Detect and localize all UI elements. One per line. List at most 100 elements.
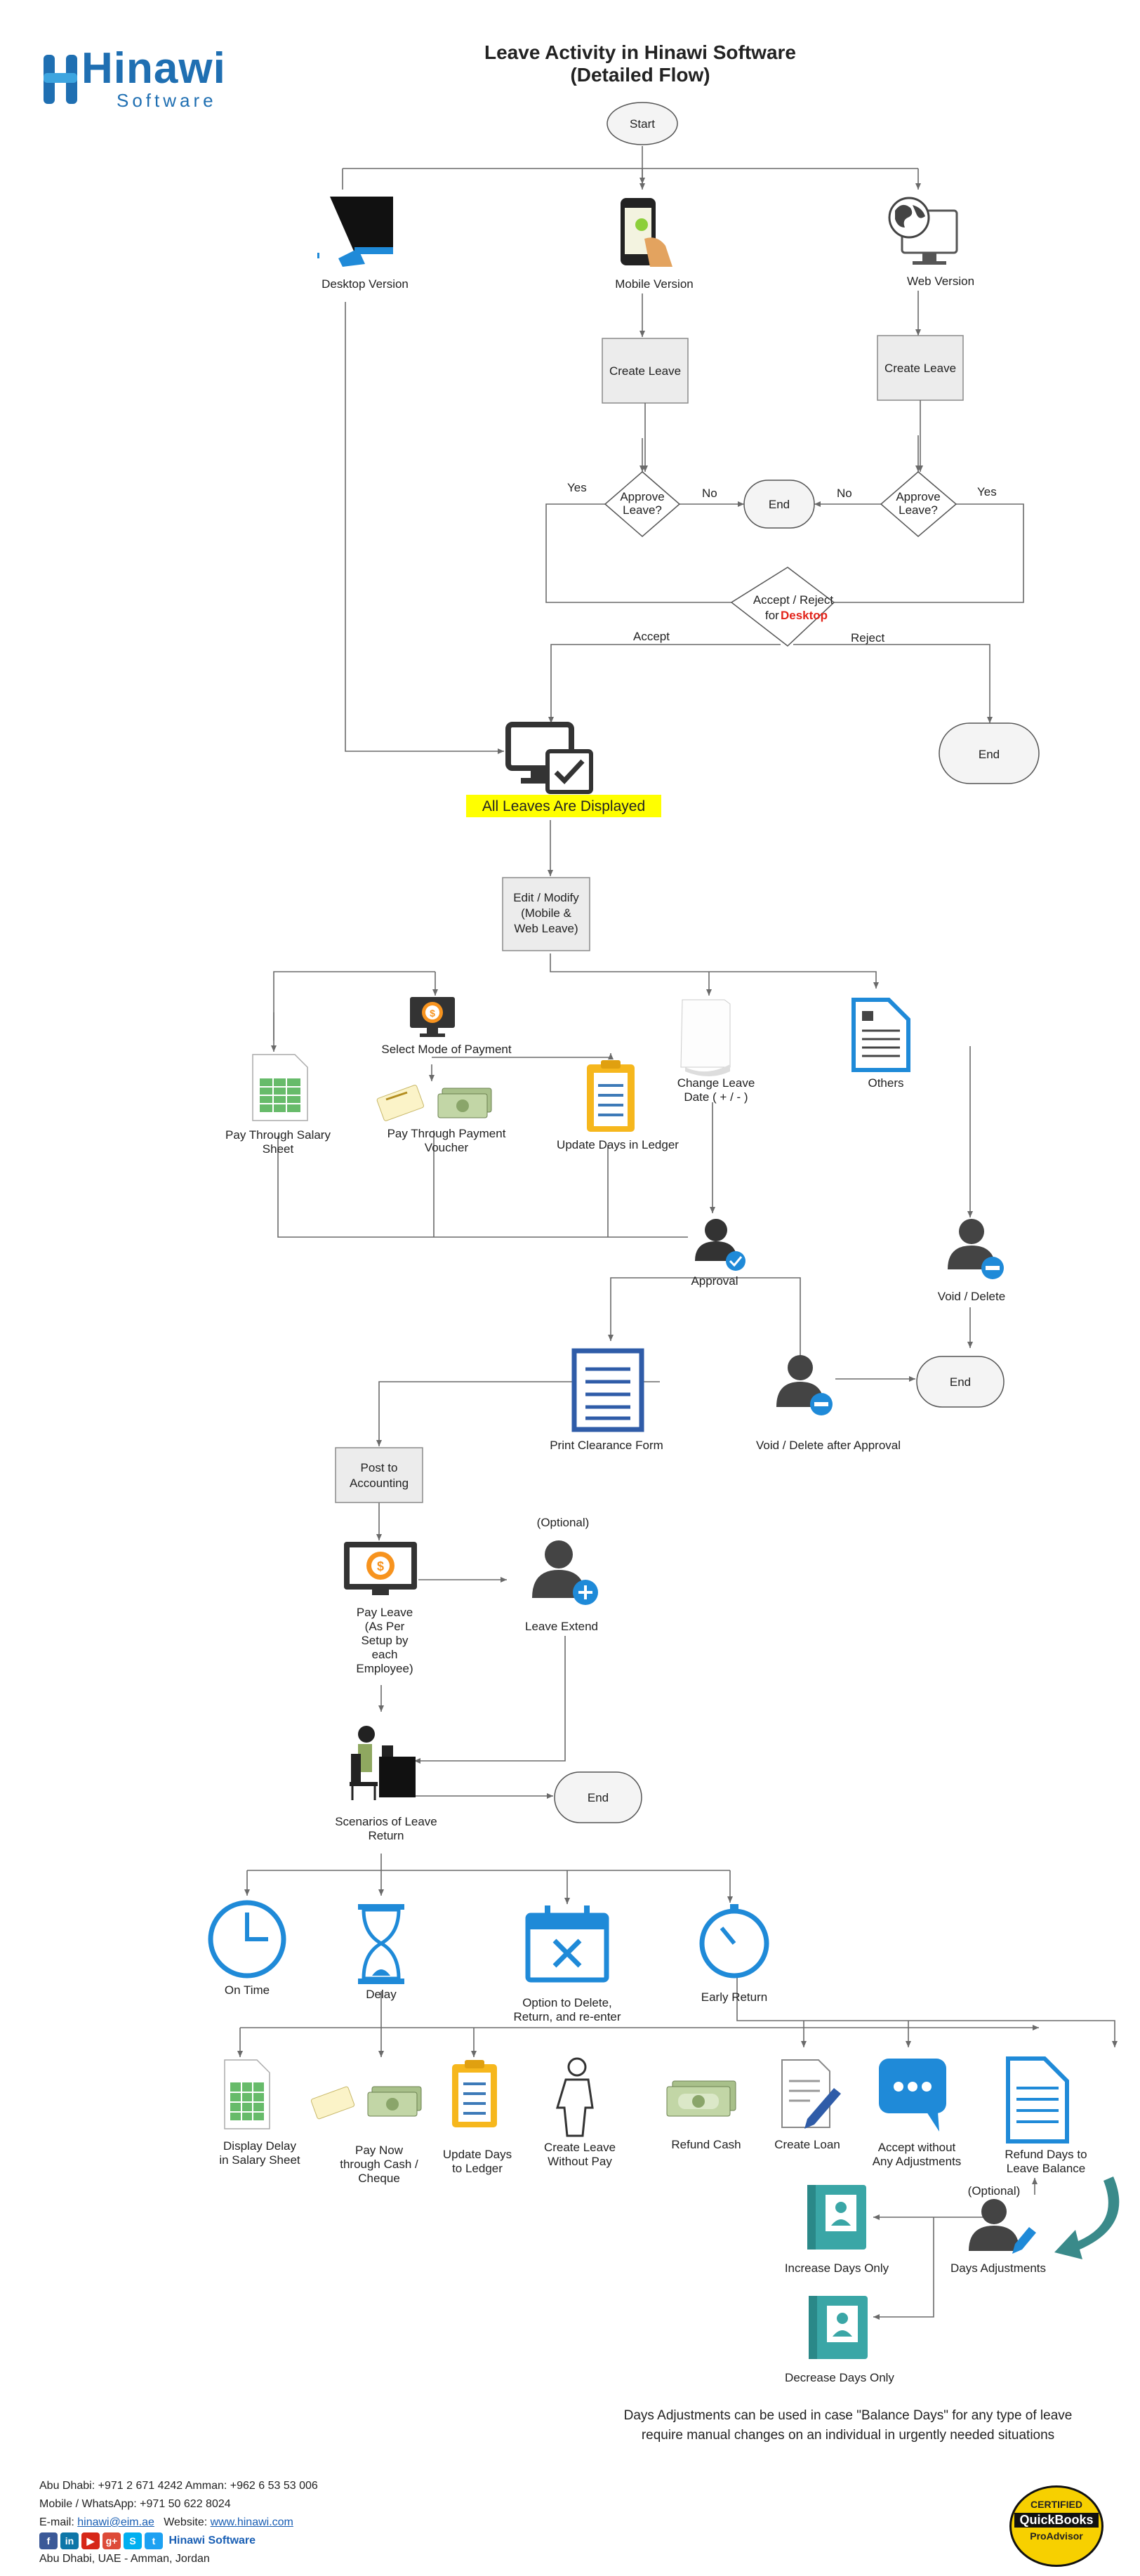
days-adj-label: Days Adjustments [950,2261,1046,2275]
post-accounting-box: Post to Accounting [335,1447,423,1503]
title-line-2: (Detailed Flow) [570,64,710,86]
start-label: Start [630,117,655,131]
option-delete-label-1: Option to Delete, [522,1996,612,2009]
google-plus-icon[interactable]: g+ [102,2532,121,2549]
chat-bubble-icon [879,2059,946,2132]
web-version-label: Web Version [907,275,974,288]
email-link[interactable]: hinawi@eim.ae [77,2516,154,2528]
connectors [237,146,1118,2320]
youtube-icon[interactable]: ▶ [81,2532,100,2549]
days-adjustment-person-icon [969,2199,1036,2254]
accept-wo-label-1: Accept without [878,2141,956,2154]
desktop-icon [317,197,393,267]
update-days-label-1: Update Days [443,2148,512,2161]
yes-label-right: Yes [977,485,997,498]
pay-leave-label-2: (As Per [365,1620,405,1633]
optional-label-2: (Optional) [968,2184,1021,2198]
end-node-mid: End [916,1356,1005,1408]
pay-salary-label-2: Sheet [263,1142,294,1156]
refund-cash-icon [666,2080,736,2117]
update-ledger-label: Update Days in Ledger [557,1138,679,1151]
end-node-reject: End [939,722,1040,784]
email-label: E-mail: [39,2516,74,2528]
approval-person-icon [695,1219,745,1271]
monitor-coin-icon: $ [410,997,455,1037]
footer-mobile: Mobile / WhatsApp: +971 50 622 8024 [39,2498,231,2510]
early-return-label: Early Return [701,1990,767,2004]
outline-person-icon [555,2057,594,2137]
change-date-label-1: Change Leave [677,1076,755,1090]
create-loan-label: Create Loan [774,2138,840,2151]
footer-email-web: E-mail: hinawi@eim.ae Website: www.hinaw… [39,2514,318,2532]
svg-text:Web Leave): Web Leave) [514,922,578,935]
pay-now-label-2: through Cash / [340,2158,418,2171]
leave-extend-label: Leave Extend [525,1620,598,1633]
pay-now-cash-icon [310,2086,422,2120]
hourglass-icon [358,1904,404,1984]
svg-text:Post to: Post to [361,1461,398,1474]
pay-now-label-1: Pay Now [355,2144,404,2157]
svg-text:End: End [950,1375,971,1389]
print-clearance-label: Print Clearance Form [550,1439,663,1452]
linkedin-icon[interactable]: in [60,2532,79,2549]
leave-extend-person-icon [532,1540,598,1605]
pay-leave-label-4: each [372,1648,398,1661]
yes-label-left: Yes [567,481,587,494]
svg-text:$: $ [377,1559,384,1573]
skype-icon[interactable]: S [124,2532,142,2549]
desktop-version-label: Desktop Version [322,277,409,291]
pay-leave-label-1: Pay Leave [357,1606,413,1619]
void-delete-label: Void / Delete [938,1290,1005,1303]
accept-wo-label-2: Any Adjustments [873,2155,962,2168]
svg-text:End: End [769,498,790,511]
svg-text:Create Leave: Create Leave [884,362,956,375]
decrease-days-book-icon [809,2296,868,2359]
pay-now-label-3: Cheque [358,2172,400,2185]
clock-icon [208,1900,286,1979]
create-wo-label-2: Without Pay [548,2155,612,2168]
footer-phones: Abu Dhabi: +971 2 671 4242 Amman: +962 6… [39,2480,318,2492]
approve-leave-decision-right: Approve Leave? [880,471,957,537]
social-name: Hinawi Software [168,2535,256,2547]
loan-document-pen-icon [781,2059,841,2129]
others-label: Others [868,1076,903,1090]
web-globe-icon [888,197,958,265]
option-delete-label-2: Return, and re-enter [513,2010,621,2023]
all-leaves-label: All Leaves Are Displayed [482,798,645,814]
no-label-right: No [837,487,852,500]
calendar-x-icon [525,1905,609,1983]
twitter-icon[interactable]: t [145,2532,163,2549]
refund-days-label-1: Refund Days to [1005,2148,1087,2161]
accept-label: Accept [633,630,670,643]
pay-leave-label-5: Employee) [356,1662,413,1675]
note-line-1: Days Adjustments can be used in case "Ba… [624,2408,1073,2423]
increase-days-label: Increase Days Only [785,2261,889,2275]
create-wo-label-1: Create Leave [544,2141,616,2154]
badge-proadvisor: ProAdvisor [1030,2530,1083,2542]
logo: Hinawi Software [38,44,263,114]
no-label-left: No [702,487,717,500]
svg-text:Accept / Reject: Accept / Reject [753,593,834,607]
all-leaves-highlight [466,795,661,817]
clearance-form-icon [571,1348,644,1432]
scenarios-label-1: Scenarios of Leave [335,1815,437,1828]
voucher-cash-icon [376,1085,492,1121]
create-leave-web-box: Create Leave [877,335,964,401]
refund-cash-label: Refund Cash [671,2138,741,2151]
website-link[interactable]: www.hinawi.com [210,2516,293,2528]
update-days-label-2: to Ledger [452,2162,503,2175]
ledger-clipboard-icon [587,1060,635,1132]
approve-leave-decision-left: Approve Leave? [604,471,681,537]
salary-sheet-icon [224,2059,270,2129]
svg-text:$: $ [430,1008,435,1019]
mobile-phone-icon [621,198,672,267]
footer-location: Abu Dhabi, UAE - Amman, Jordan [39,2553,210,2565]
pay-voucher-label-1: Pay Through Payment [387,1127,506,1140]
badge-quickbooks: QuickBooks [1014,2513,1099,2528]
facebook-icon[interactable]: f [39,2532,58,2549]
reject-label: Reject [851,631,884,645]
void-after-approval-icon [776,1355,833,1415]
scenarios-label-2: Return [368,1829,404,1842]
svg-text:Accounting: Accounting [350,1477,409,1490]
